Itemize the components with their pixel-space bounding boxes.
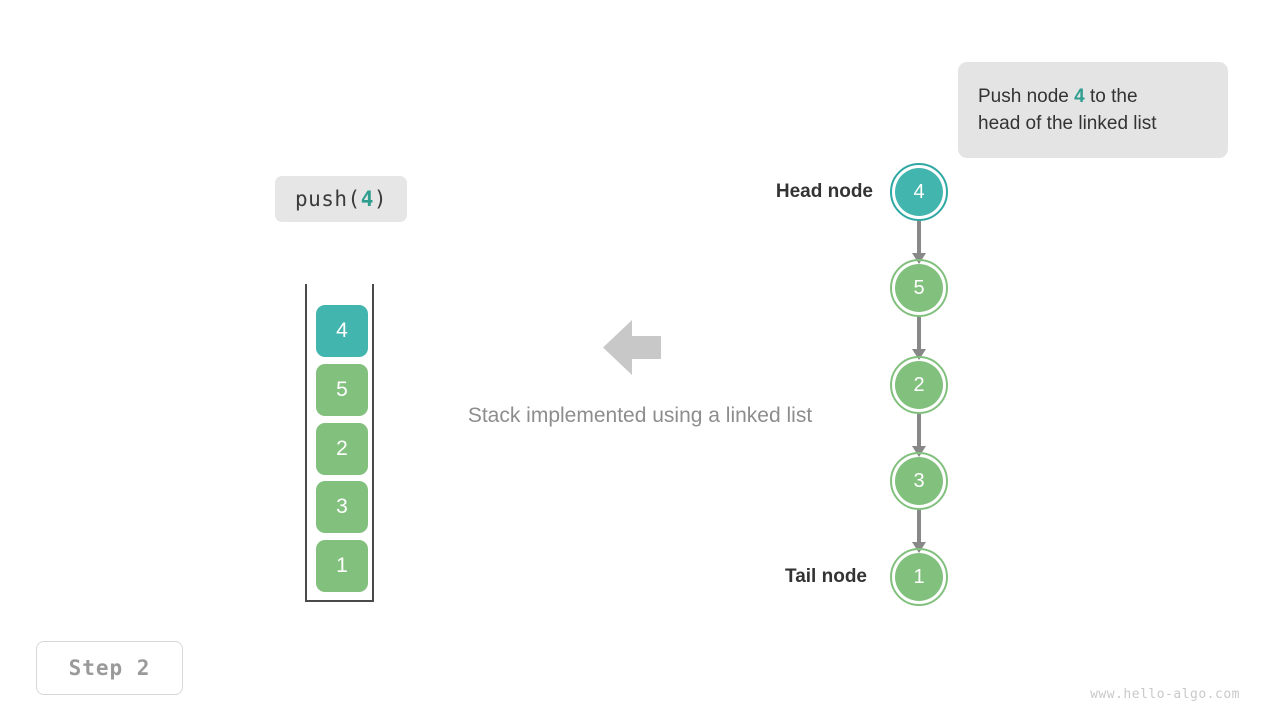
linked-list-arrowhead-icon — [912, 542, 926, 553]
tail-node-label: Tail node — [785, 566, 867, 587]
linked-list-edge — [917, 317, 921, 353]
stack-cell: 1 — [316, 540, 368, 592]
stack-cell: 2 — [316, 423, 368, 475]
stack-container: 4 5 2 3 1 — [305, 284, 374, 602]
linked-list-arrowhead-icon — [912, 349, 926, 360]
linked-list-node-value: 2 — [895, 361, 943, 409]
linked-list-node-value: 5 — [895, 264, 943, 312]
linked-list-node: 1 — [890, 548, 948, 606]
linked-list-node-value: 1 — [895, 553, 943, 601]
linked-list-edge — [917, 221, 921, 257]
callout-box: Push node 4 to the head of the linked li… — [958, 62, 1228, 158]
callout-line2: head of the linked list — [978, 113, 1157, 134]
linked-list-node: 5 — [890, 259, 948, 317]
linked-list-arrowhead-icon — [912, 253, 926, 264]
stack-cell: 5 — [316, 364, 368, 416]
head-node-label: Head node — [775, 181, 873, 202]
linked-list-node: 4 — [890, 163, 948, 221]
step-badge: Step 2 — [36, 641, 183, 695]
stack-cell: 4 — [316, 305, 368, 357]
callout-text-after: to the — [1084, 86, 1138, 107]
linked-list-node: 3 — [890, 452, 948, 510]
linked-list-edge — [917, 510, 921, 546]
linked-list-arrowhead-icon — [912, 446, 926, 457]
diagram-caption: Stack implemented using a linked list — [467, 404, 813, 427]
linked-list-edge — [917, 414, 921, 450]
callout-accent-value: 4 — [1074, 86, 1085, 107]
operation-prefix: push( — [294, 187, 361, 211]
linked-list-node-value: 4 — [895, 168, 943, 216]
operation-label: push(4) — [275, 176, 407, 222]
left-arrow-icon — [603, 320, 661, 375]
operation-value: 4 — [360, 187, 374, 211]
linked-list-node-value: 3 — [895, 457, 943, 505]
operation-suffix: ) — [373, 187, 388, 211]
watermark: www.hello-algo.com — [1090, 687, 1240, 702]
callout-text-before: Push node — [978, 86, 1075, 107]
linked-list-node: 2 — [890, 356, 948, 414]
stack-cell: 3 — [316, 481, 368, 533]
callout-text: Push node 4 to the head of the linked li… — [978, 83, 1157, 137]
